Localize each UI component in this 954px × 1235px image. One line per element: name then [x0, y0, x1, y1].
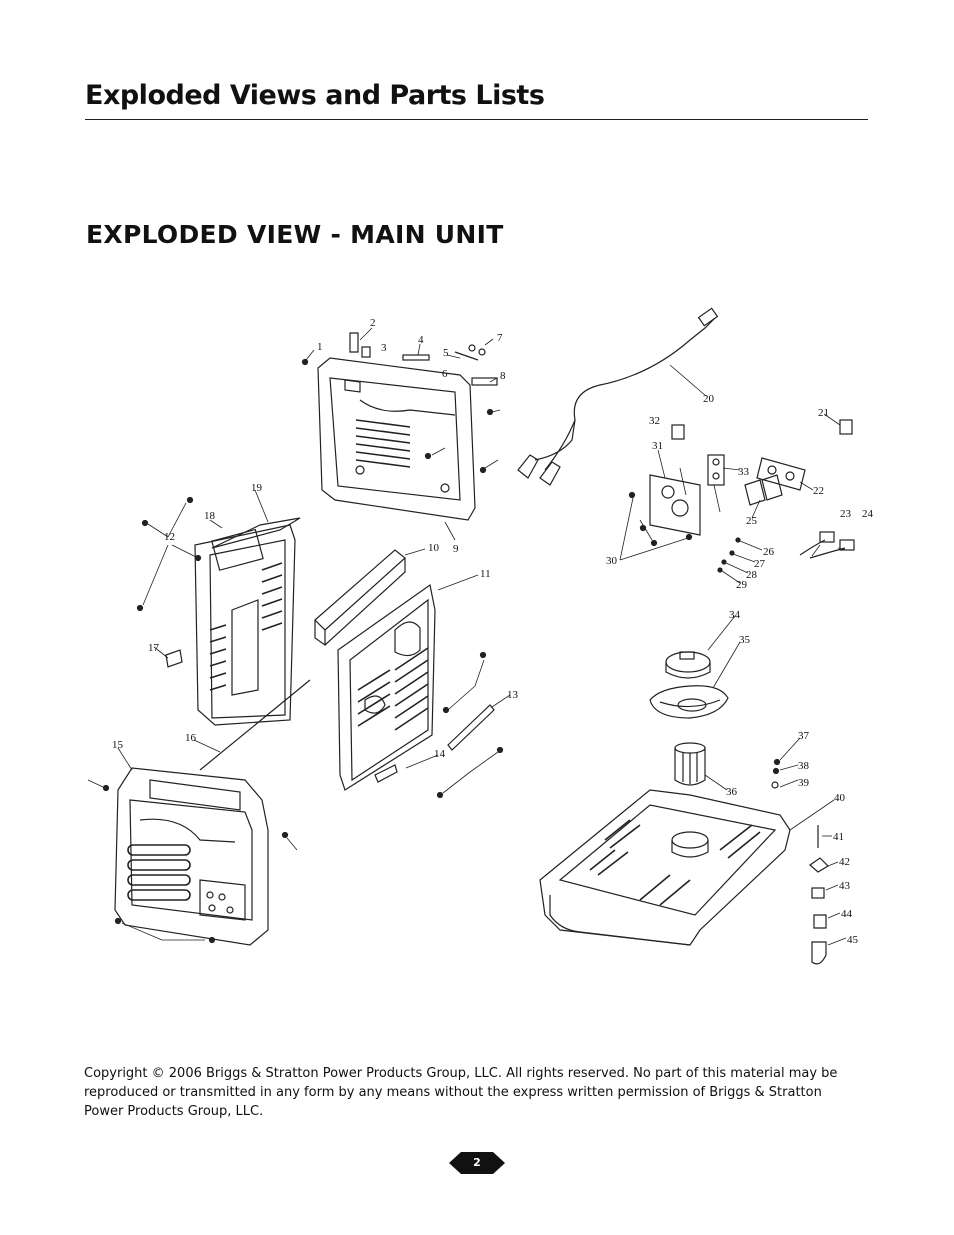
callout-29: 29 [736, 579, 748, 591]
callout-23: 23 [840, 508, 852, 520]
callout-45: 45 [847, 934, 859, 946]
callout-20: 20 [703, 393, 715, 405]
title-rule [85, 119, 868, 120]
callouts: 1 2 3 4 5 6 7 8 9 10 11 12 13 14 15 16 1… [112, 317, 874, 946]
page-number: 2 [473, 1156, 481, 1169]
callout-39: 39 [798, 777, 810, 789]
callout-21: 21 [818, 407, 829, 419]
copyright-notice: Copyright © 2006 Briggs & Stratton Power… [84, 1066, 838, 1119]
callout-42: 42 [839, 856, 850, 868]
callout-36: 36 [726, 786, 738, 798]
callout-15: 15 [112, 739, 124, 751]
callout-19: 19 [251, 482, 263, 494]
callout-14: 14 [434, 748, 446, 760]
callout-10: 10 [428, 542, 440, 554]
fuel-tank [539, 758, 791, 946]
callout-31: 31 [652, 440, 663, 452]
callout-40: 40 [834, 792, 846, 804]
front-frame [102, 767, 289, 946]
callout-30: 30 [606, 555, 618, 567]
fuel-fittings [809, 825, 829, 965]
callout-35: 35 [739, 634, 751, 646]
callout-6: 6 [442, 368, 448, 380]
callout-43: 43 [839, 880, 851, 892]
exploded-view-diagram: 1 2 3 4 5 6 7 8 9 10 11 12 13 14 15 16 1… [0, 290, 954, 990]
section-heading: EXPLODED VIEW - MAIN UNIT [86, 220, 504, 249]
callout-32: 32 [649, 415, 660, 427]
callout-7: 7 [497, 332, 503, 344]
callout-44: 44 [841, 908, 853, 920]
callout-17: 17 [148, 642, 160, 654]
callout-18: 18 [204, 510, 216, 522]
page-number-badge: 2 [449, 1152, 505, 1174]
callout-28: 28 [746, 569, 758, 581]
callout-27: 27 [754, 558, 766, 570]
callout-38: 38 [798, 760, 810, 772]
page-title: Exploded Views and Parts Lists [85, 80, 545, 111]
callout-16: 16 [185, 732, 197, 744]
callout-5: 5 [443, 347, 449, 359]
control-panel [628, 419, 855, 573]
callout-13: 13 [507, 689, 519, 701]
battery-cable [517, 307, 719, 486]
callout-2: 2 [370, 317, 376, 329]
callout-22: 22 [813, 485, 824, 497]
center-panel [314, 549, 504, 799]
callout-33: 33 [738, 466, 750, 478]
top-panel [317, 357, 476, 521]
callout-25: 25 [746, 515, 758, 527]
callout-26: 26 [763, 546, 775, 558]
fuel-cap-assembly [649, 651, 729, 786]
left-side-panel [136, 496, 311, 771]
callout-34: 34 [729, 609, 741, 621]
callout-11: 11 [480, 568, 491, 580]
callout-4: 4 [418, 334, 424, 346]
callout-37: 37 [798, 730, 810, 742]
callout-3: 3 [381, 342, 387, 354]
leader-lines [87, 327, 847, 946]
callout-1: 1 [317, 341, 323, 353]
callout-41: 41 [833, 831, 844, 843]
callout-9: 9 [453, 543, 459, 555]
callout-12: 12 [164, 531, 175, 543]
callout-24: 24 [862, 508, 874, 520]
callout-8: 8 [500, 370, 506, 382]
